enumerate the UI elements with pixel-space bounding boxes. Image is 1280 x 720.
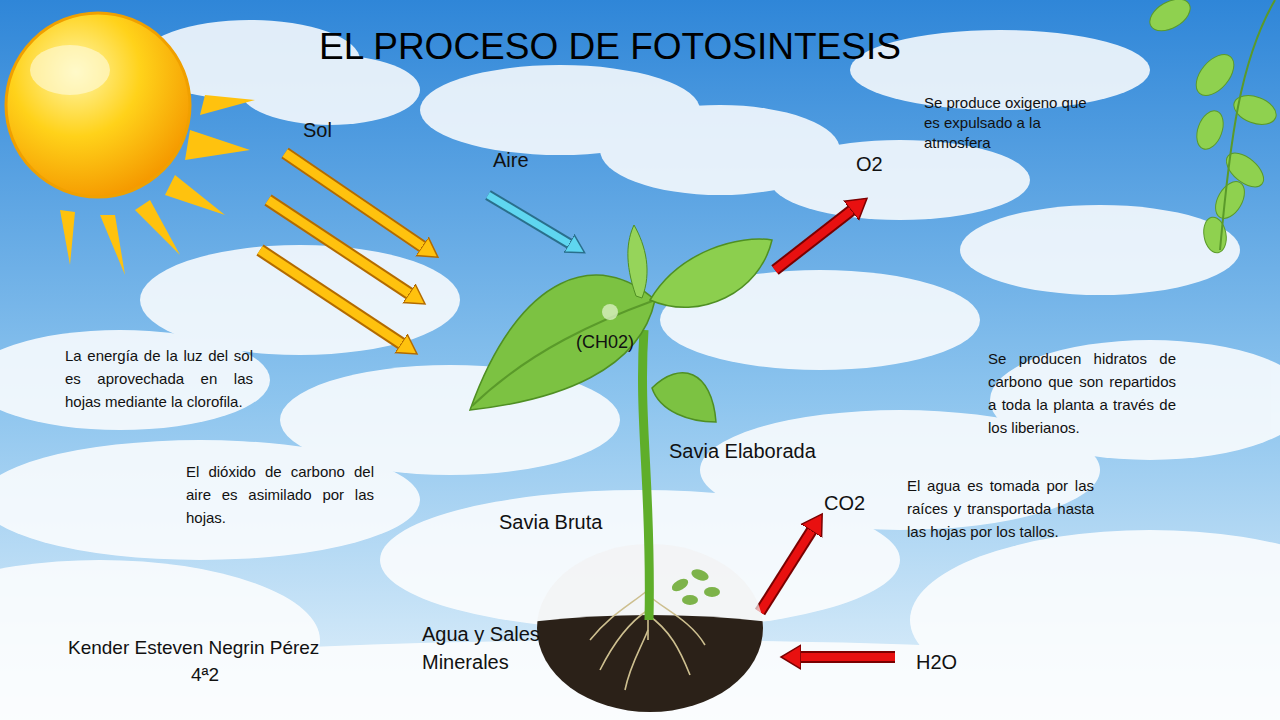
title: EL PROCESO DE FOTOSINTESIS [0,26,1220,68]
air-label: Aire [493,148,529,173]
author: Kender Esteven Negrin Pérez [68,636,319,660]
corner-leaves [1144,0,1280,255]
note: La energía de la luz del sol es aprovech… [65,344,253,413]
class-label: 4ª2 [191,663,219,687]
sap-label: Savia Elaborada [669,439,816,464]
gas-label: H2O [916,650,957,675]
clouds [0,20,1280,720]
plant [470,225,772,620]
note: Se producen hidratos de carbono que son … [988,347,1176,439]
sun [6,13,255,275]
input-label: Agua y Sales Minerales [422,620,554,676]
sun-label: Sol [303,118,332,143]
note: Se produce oxigeno que es expulsado a la… [924,93,1096,153]
gas-label: O2 [856,152,883,177]
product-label: (CH02) [576,331,634,354]
sap-label: Savia Bruta [499,510,602,535]
note: El agua es tomada por las raíces y trans… [907,474,1094,543]
gas-label: CO2 [824,491,865,516]
note: El dióxido de carbono del aire es asimil… [186,460,374,529]
